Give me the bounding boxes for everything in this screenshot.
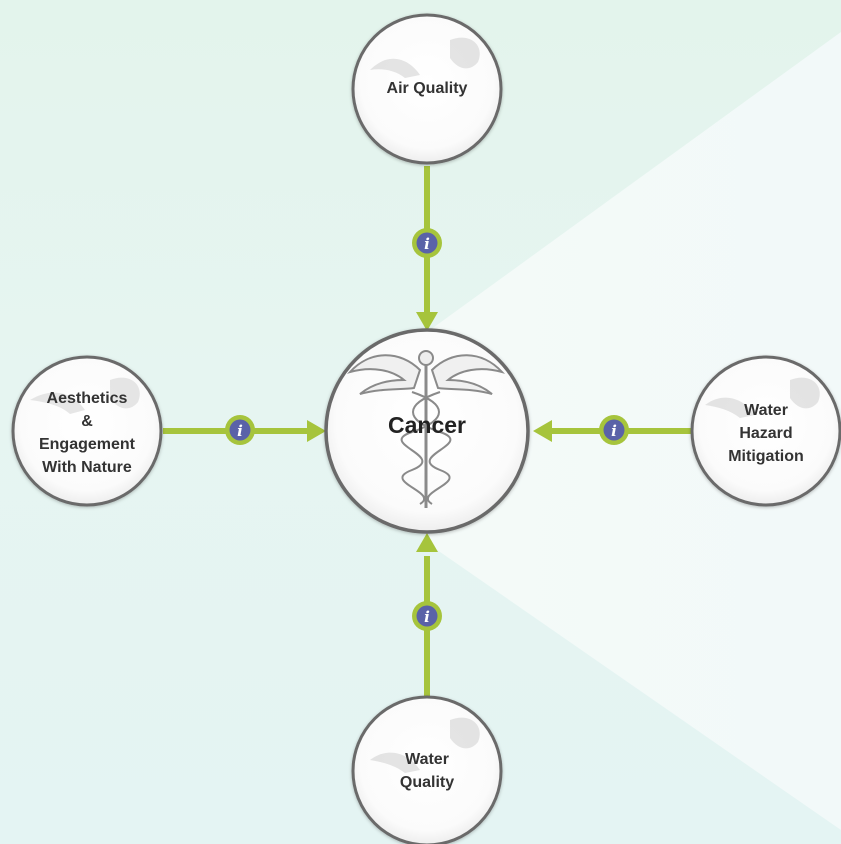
caduceus-icon bbox=[346, 350, 506, 508]
node-air-quality[interactable] bbox=[351, 13, 503, 165]
label-line: Engagement bbox=[38, 436, 135, 453]
bird-watermark-icon bbox=[790, 377, 820, 409]
info-badge-left[interactable]: i bbox=[225, 415, 255, 445]
bird-watermark-icon bbox=[450, 717, 480, 749]
info-icon: i bbox=[424, 235, 430, 253]
leaf-watermark-icon bbox=[370, 58, 420, 78]
bird-watermark-icon bbox=[110, 377, 140, 409]
center-label-text: Cancer bbox=[388, 411, 466, 438]
leaf-watermark-icon bbox=[370, 752, 420, 773]
node-water-hazard[interactable] bbox=[690, 355, 841, 507]
label-line: Quality bbox=[399, 774, 455, 791]
info-badge-top[interactable]: i bbox=[412, 228, 442, 258]
label-line: Hazard bbox=[739, 424, 793, 442]
label-line: Air Quality bbox=[386, 79, 468, 97]
label-line: With Nature bbox=[42, 459, 132, 476]
node-water-quality[interactable] bbox=[351, 695, 503, 844]
info-icon: i bbox=[611, 422, 617, 440]
node-label-water-quality: Water Quality bbox=[353, 747, 501, 795]
label-line: Aesthetics bbox=[46, 390, 128, 407]
leaf-watermark-icon bbox=[705, 397, 755, 418]
label-line: Water bbox=[744, 401, 788, 419]
label-line: Water bbox=[405, 751, 449, 768]
node-label-cancer: Cancer bbox=[330, 408, 524, 442]
leaf-watermark-icon bbox=[30, 392, 85, 414]
node-label-aesthetics: Aesthetics & Engagement With Nature bbox=[14, 386, 160, 480]
node-aesthetics[interactable] bbox=[11, 355, 163, 507]
node-label-water-hazard: Water Hazard Mitigation bbox=[693, 398, 839, 468]
info-icon: i bbox=[237, 422, 243, 440]
info-icon: i bbox=[424, 608, 430, 626]
info-badge-bottom[interactable]: i bbox=[412, 601, 442, 631]
label-line: & bbox=[81, 413, 93, 430]
info-badge-right[interactable]: i bbox=[599, 415, 629, 445]
bird-watermark-icon bbox=[450, 37, 480, 69]
label-line: Mitigation bbox=[728, 447, 804, 465]
node-label-air-quality: Air Quality bbox=[353, 70, 501, 106]
